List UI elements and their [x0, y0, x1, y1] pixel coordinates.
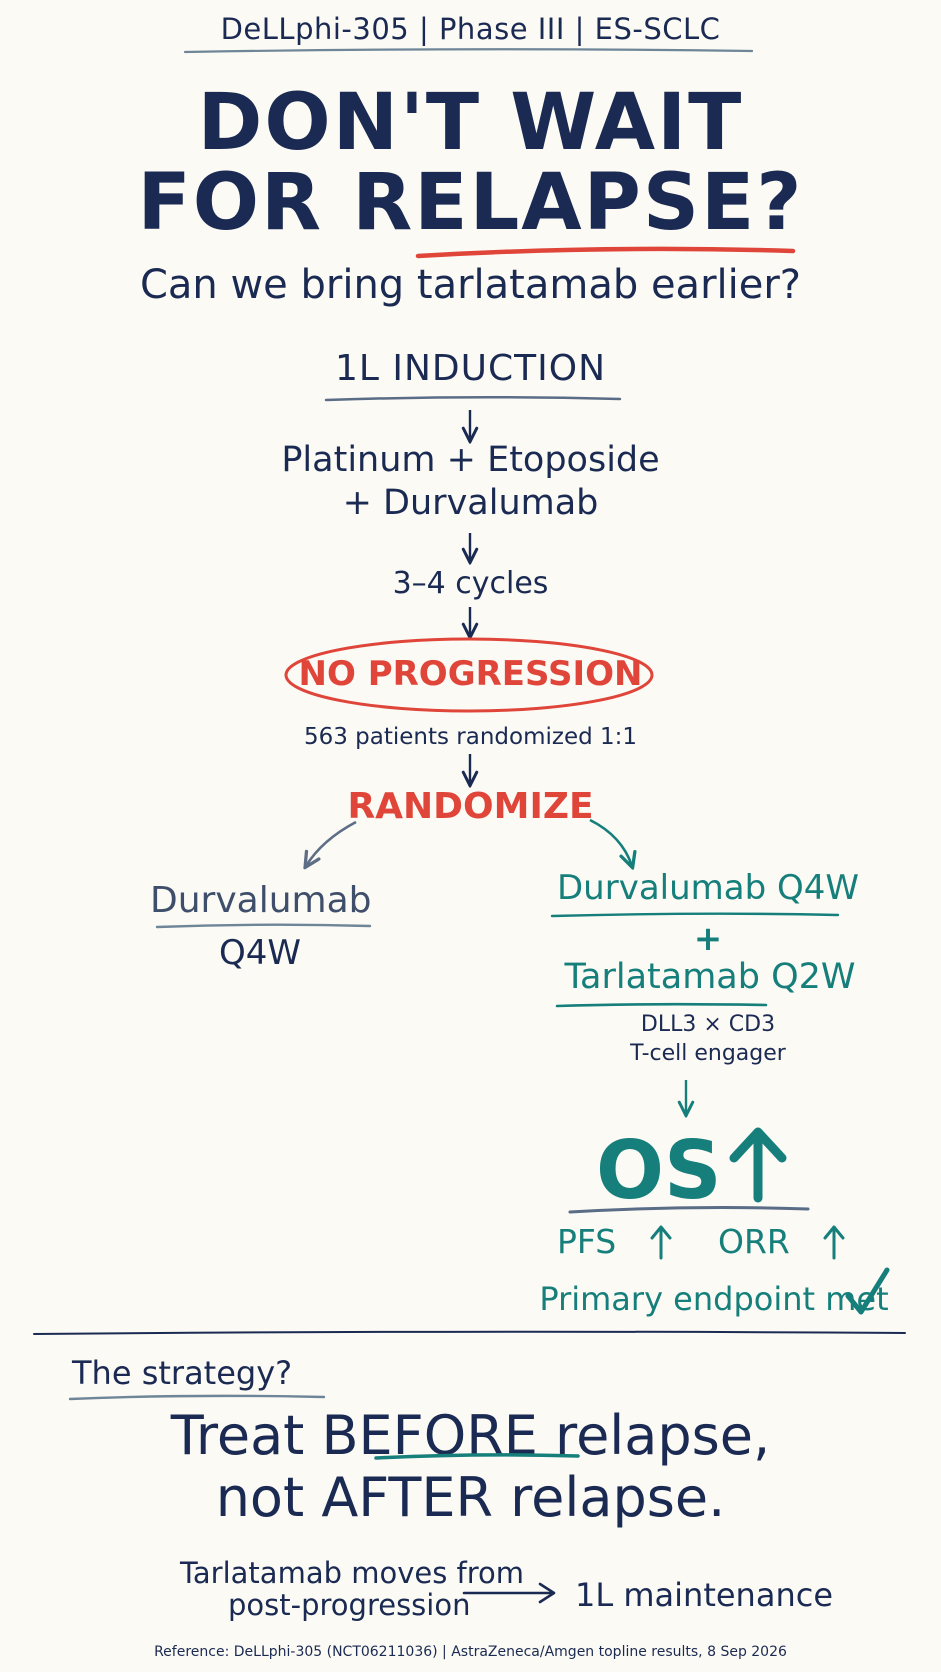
- os-label: OS: [596, 1124, 722, 1217]
- moves-line-1: Tarlatamab moves from: [180, 1556, 525, 1590]
- right-arm-drug-a: Durvalumab Q4W: [556, 868, 859, 908]
- strategy-line-2: not AFTER relapse.: [0, 1466, 941, 1529]
- trial-header: DeLLphi-305 | Phase III | ES-SCLC: [220, 12, 721, 46]
- left-arm-underline: [155, 923, 372, 929]
- title-emphasis-relapse: RELAPSE: [352, 158, 757, 248]
- moves-line-2: post-progression: [228, 1588, 471, 1622]
- tarlatamab-underline: [555, 1002, 768, 1008]
- check-icon: [845, 1267, 890, 1315]
- after-emphasis: AFTER: [321, 1466, 493, 1529]
- primary-endpoint-label: Primary endpoint met: [539, 1280, 889, 1318]
- tarlatamab-label: Tarlatamab: [564, 957, 760, 997]
- curved-arrow-left-icon: [306, 820, 357, 866]
- subtitle: Can we bring tarlatamab earlier?: [139, 262, 802, 308]
- title-line-2: FOR RELAPSE?: [0, 158, 941, 248]
- mechanism-line-2: T-cell engager: [630, 1041, 786, 1066]
- induction-underline: [324, 395, 622, 402]
- no-progression-label: NO PROGRESSION: [298, 654, 643, 694]
- left-arm-drug: Durvalumab: [150, 880, 372, 921]
- relapse-underline: [415, 246, 796, 259]
- no-progression-ellipse: [284, 637, 654, 713]
- long-right-arrow-icon: [462, 1582, 556, 1604]
- up-arrow-icon: [650, 1225, 672, 1260]
- induction-heading: 1L INDUCTION: [334, 348, 607, 389]
- maintenance-label: 1L maintenance: [575, 1576, 833, 1614]
- up-arrow-icon: [823, 1225, 845, 1260]
- randomize-label: RANDOMIZE: [347, 786, 594, 827]
- title-line-1: DON'T WAIT: [197, 78, 744, 168]
- before-underline: [374, 1453, 580, 1460]
- left-arm-schedule: Q4W: [218, 933, 301, 973]
- section-divider: [33, 1330, 906, 1335]
- pfs-label: PFS: [557, 1222, 617, 1261]
- title-question-mark: ?: [756, 158, 804, 248]
- orr-label: ORR: [718, 1222, 790, 1261]
- chemo-line-1: Platinum + Etoposide: [281, 440, 660, 480]
- header-underline: [183, 48, 754, 54]
- title-prefix: FOR: [137, 158, 353, 248]
- strategy-question: The strategy?: [72, 1354, 293, 1392]
- strategy-line-1-suffix: relapse,: [537, 1404, 771, 1467]
- curved-arrow-right-icon: [589, 818, 632, 866]
- tarlatamab-schedule: Q2W: [771, 957, 856, 997]
- up-arrow-icon: [729, 1127, 787, 1203]
- strategy-underline: [68, 1394, 326, 1401]
- durvalumab-q4w-underline: [550, 912, 840, 918]
- strategy-line-1-prefix: Treat: [170, 1404, 322, 1467]
- chemo-line-2: + Durvalumab: [342, 483, 599, 523]
- os-underline: [568, 1206, 810, 1214]
- reference-footer: Reference: DeLLphi-305 (NCT06211036) | A…: [154, 1644, 787, 1660]
- patients-label: 563 patients randomized 1:1: [303, 724, 638, 750]
- strategy-line-2-suffix: relapse.: [493, 1466, 726, 1529]
- mechanism-line-1: DLL3 × CD3: [640, 1012, 776, 1037]
- right-arm-drug-b: Tarlatamab Q2W: [530, 957, 890, 997]
- strategy-line-2-prefix: not: [215, 1466, 322, 1529]
- right-arm-plus: +: [693, 919, 723, 959]
- cycles-label: 3–4 cycles: [392, 566, 549, 601]
